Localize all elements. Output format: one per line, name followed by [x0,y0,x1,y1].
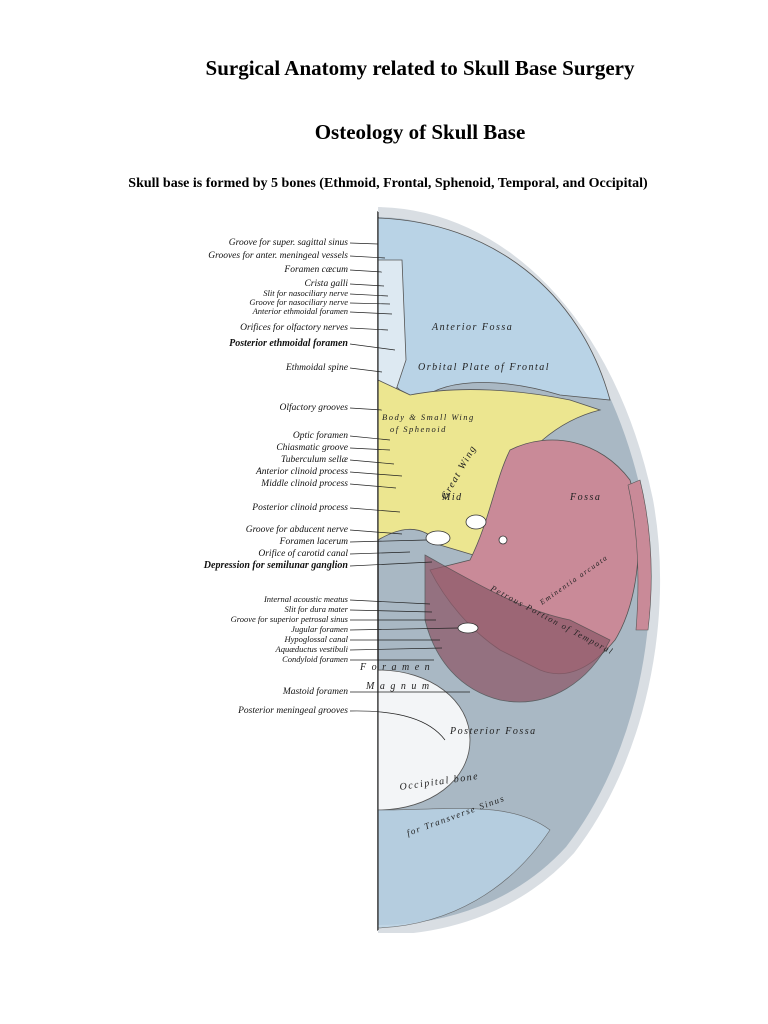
label-10: Olfactory grooves [279,402,348,413]
label-18: Foramen lacerum [279,537,348,547]
label-1: Grooves for anter. meningeal vessels [208,250,348,261]
intro-statement: Skull base is formed by 5 bones (Ethmoid… [128,176,648,191]
label-0: Groove for super. sagittal sinus [229,237,348,248]
region-fossa: Fossa [569,492,601,503]
label-20: Depression for semilunar ganglion [203,560,349,571]
label-27: Condyloid foramen [282,654,348,664]
label-2: Foramen cæcum [283,265,348,275]
label-5: Groove for nasociliary nerve [249,297,348,307]
region-mid: Mid [441,492,463,503]
label-11: Optic foramen [293,430,348,441]
label-22: Slit for dura mater [284,604,348,614]
frontal-bone-region [377,217,611,401]
label-6: Anterior ethmoidal foramen [252,306,348,316]
region-body-sphenoid-1: Body & Small Wing [382,412,475,422]
label-16: Posterior clinoid process [251,503,348,513]
temporal-squama-strip [627,479,652,631]
foramen-lacerum-hole [425,530,451,546]
region-posterior-fossa: Posterior Fossa [449,726,537,737]
section-heading: Osteology of Skull Base [314,120,526,144]
label-23: Groove for superior petrosal sinus [231,614,349,624]
foramen-spinosum [498,535,508,545]
label-28: Mastoid foramen [282,686,348,697]
label-14: Anterior clinoid process [255,467,348,477]
label-17: Groove for abducent nerve [246,524,348,535]
label-7: Orifices for olfactory nerves [240,322,348,333]
region-anterior-fossa: Anterior Fossa [431,322,513,333]
label-4: Slit for nasociliary nerve [263,288,348,298]
ethmoid-region [377,259,407,391]
document-title: Surgical Anatomy related to Skull Base S… [205,56,635,80]
region-foramen: F o r a m e n [359,662,431,673]
label-26: Aquæductus vestibuli [275,644,349,654]
foramen-ovale [465,514,487,530]
region-body-sphenoid-2: of Sphenoid [390,424,447,434]
region-magnum: M a g n u m [365,681,431,692]
label-29: Posterior meningeal grooves [237,706,348,716]
sphenoid-bone-region [377,379,602,561]
skull-base-illustration: Anterior Fossa Orbital Plate of Frontal … [170,200,669,933]
foramen-magnum [377,669,471,811]
label-9: Ethmoidal spine [285,363,348,373]
label-12: Chiasmatic groove [276,443,348,453]
label-13: Tuberculum sellæ [281,455,349,465]
label-3: Crista galli [304,279,348,289]
label-8: Posterior ethmoidal foramen [229,338,348,349]
region-orbital-plate: Orbital Plate of Frontal [418,362,550,373]
jugular-foramen-hole [457,622,479,634]
label-19: Orifice of carotid canal [258,548,348,559]
label-25: Hypoglossal canal [283,634,348,644]
occipital-lower-region [377,808,551,929]
label-15: Middle clinoid process [260,479,348,489]
callout-labels: Groove for super. sagittal sinus Grooves… [203,237,470,741]
label-24: Jugular foramen [291,624,348,634]
petrous-region [424,554,611,703]
label-21: Internal acoustic meatus [263,594,349,604]
